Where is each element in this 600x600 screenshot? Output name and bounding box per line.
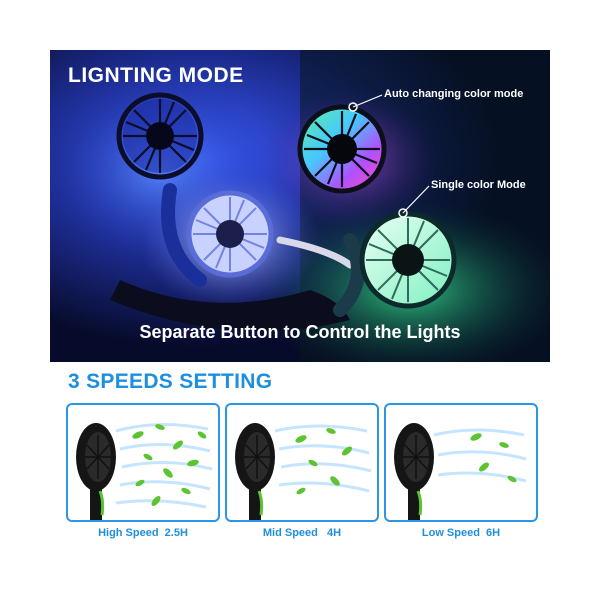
fan-mint-icon xyxy=(359,211,457,309)
speeds-title: 3 SPEEDS SETTING xyxy=(68,370,273,393)
speed-panel-high xyxy=(66,403,220,522)
callout-pointer-auto xyxy=(348,94,383,112)
callout-auto-mode: Auto changing color mode xyxy=(384,88,524,100)
fan-rainbow-icon xyxy=(297,104,387,194)
speed-panel-low xyxy=(384,403,538,522)
speed-label-high: High Speed 2.5H xyxy=(98,527,188,539)
fan-airflow-mid-icon xyxy=(235,423,372,520)
lighting-mode-photo: LIGNTING MODE Auto changing color mode S… xyxy=(50,50,550,362)
fan-blue-icon xyxy=(116,92,204,180)
callout-pointer-single xyxy=(398,185,430,218)
fan-airflow-low-icon xyxy=(394,423,527,520)
speed-label-mid: Mid Speed 4H xyxy=(262,527,342,539)
callout-single-mode: Single color Mode xyxy=(431,179,526,191)
hero-caption: Separate Button to Control the Lights xyxy=(139,322,461,342)
fan-airflow-high-icon xyxy=(76,423,213,520)
fan-white-icon xyxy=(186,190,274,278)
speed-label-low: Low Speed 6H xyxy=(421,527,501,539)
speed-panel-mid xyxy=(225,403,379,522)
lighting-scene xyxy=(50,50,550,362)
hero-title: LIGNTING MODE xyxy=(68,64,244,87)
